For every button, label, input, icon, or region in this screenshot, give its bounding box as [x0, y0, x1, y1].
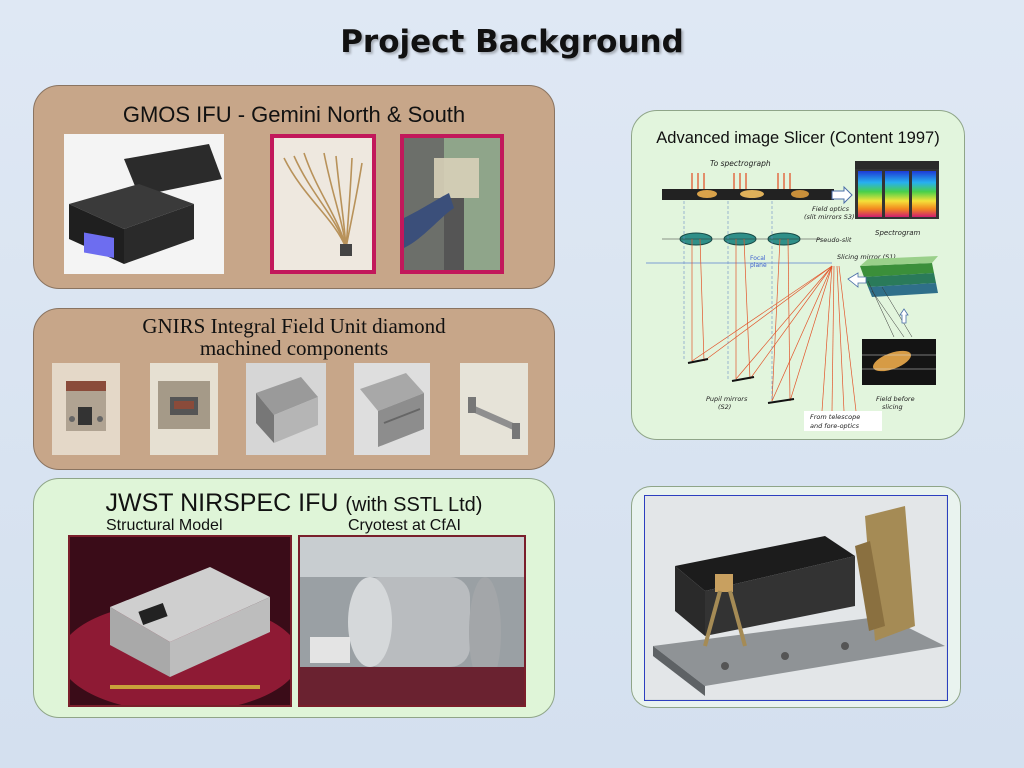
label-focal: Focal — [750, 255, 766, 262]
label-from-telescope: From telescope — [810, 413, 860, 421]
gmos-fibre-bundle-photo — [270, 134, 376, 274]
label-slicing-mirror: Slicing mirror (S1) — [837, 253, 896, 261]
gnirs-component-photo-1 — [52, 363, 120, 455]
structural-model-caption: Structural Model — [106, 517, 223, 534]
structural-model-photo — [60, 535, 300, 712]
label-plane: plane — [750, 262, 767, 269]
label-pupil-mirrors: Pupil mirrors — [706, 395, 748, 403]
jwst-nirspec-panel: JWST NIRSPEC IFU (with SSTL Ltd) Structu… — [33, 478, 555, 718]
slide-title: Project Background — [340, 24, 684, 60]
cryotest-caption: Cryotest at CfAI — [348, 517, 461, 534]
gnirs-panel-title: GNIRS Integral Field Unit diamond machin… — [34, 315, 554, 359]
slicer-prototype-photo — [644, 495, 948, 701]
jwst-title-main: JWST NIRSPEC IFU — [105, 489, 339, 517]
label-to-spectrograph: To spectrograph — [710, 159, 771, 168]
label-fore-optics: and fore-optics — [810, 422, 860, 430]
label-s2: (S2) — [718, 403, 731, 411]
gmos-ifu-unit-photo — [64, 134, 224, 274]
gnirs-title-line-2: machined components — [199, 336, 389, 360]
cryotest-photo — [298, 535, 526, 707]
gnirs-component-photo-5 — [460, 363, 528, 455]
gmos-lab-assembly-photo — [400, 134, 504, 274]
gmos-panel-title: GMOS IFU - Gemini North & South — [122, 102, 466, 127]
jwst-title-paren: (with SSTL Ltd) — [345, 494, 483, 516]
label-field-before: Field before — [876, 395, 915, 403]
label-slicing: slicing — [882, 403, 903, 411]
image-slicer-diagram: To spectrograph Spectrogram Field optics… — [646, 159, 939, 431]
jwst-panel-title: JWST NIRSPEC IFU (with SSTL Ltd) — [34, 489, 554, 518]
gnirs-component-photo-4 — [354, 363, 430, 455]
label-pseudo-slit: Pseudo-slit — [816, 236, 852, 244]
label-field-optics: Field optics — [812, 205, 850, 213]
label-slit-mirrors: (slit mirrors S3) — [804, 213, 855, 221]
slicer-prototype-panel — [631, 486, 961, 708]
gnirs-title-line-1: GNIRS Integral Field Unit diamond — [142, 314, 446, 338]
gnirs-component-photo-3 — [246, 363, 326, 455]
slicer-panel-title: Advanced image Slicer (Content 1997) — [656, 129, 940, 147]
gmos-ifu-panel: GMOS IFU - Gemini North & South — [33, 85, 555, 289]
label-spectrogram: Spectrogram — [875, 229, 921, 237]
image-slicer-panel: Advanced image Slicer (Content 1997) To … — [631, 110, 965, 440]
gnirs-ifu-panel: GNIRS Integral Field Unit diamond machin… — [33, 308, 555, 470]
gnirs-component-photo-2 — [150, 363, 218, 455]
